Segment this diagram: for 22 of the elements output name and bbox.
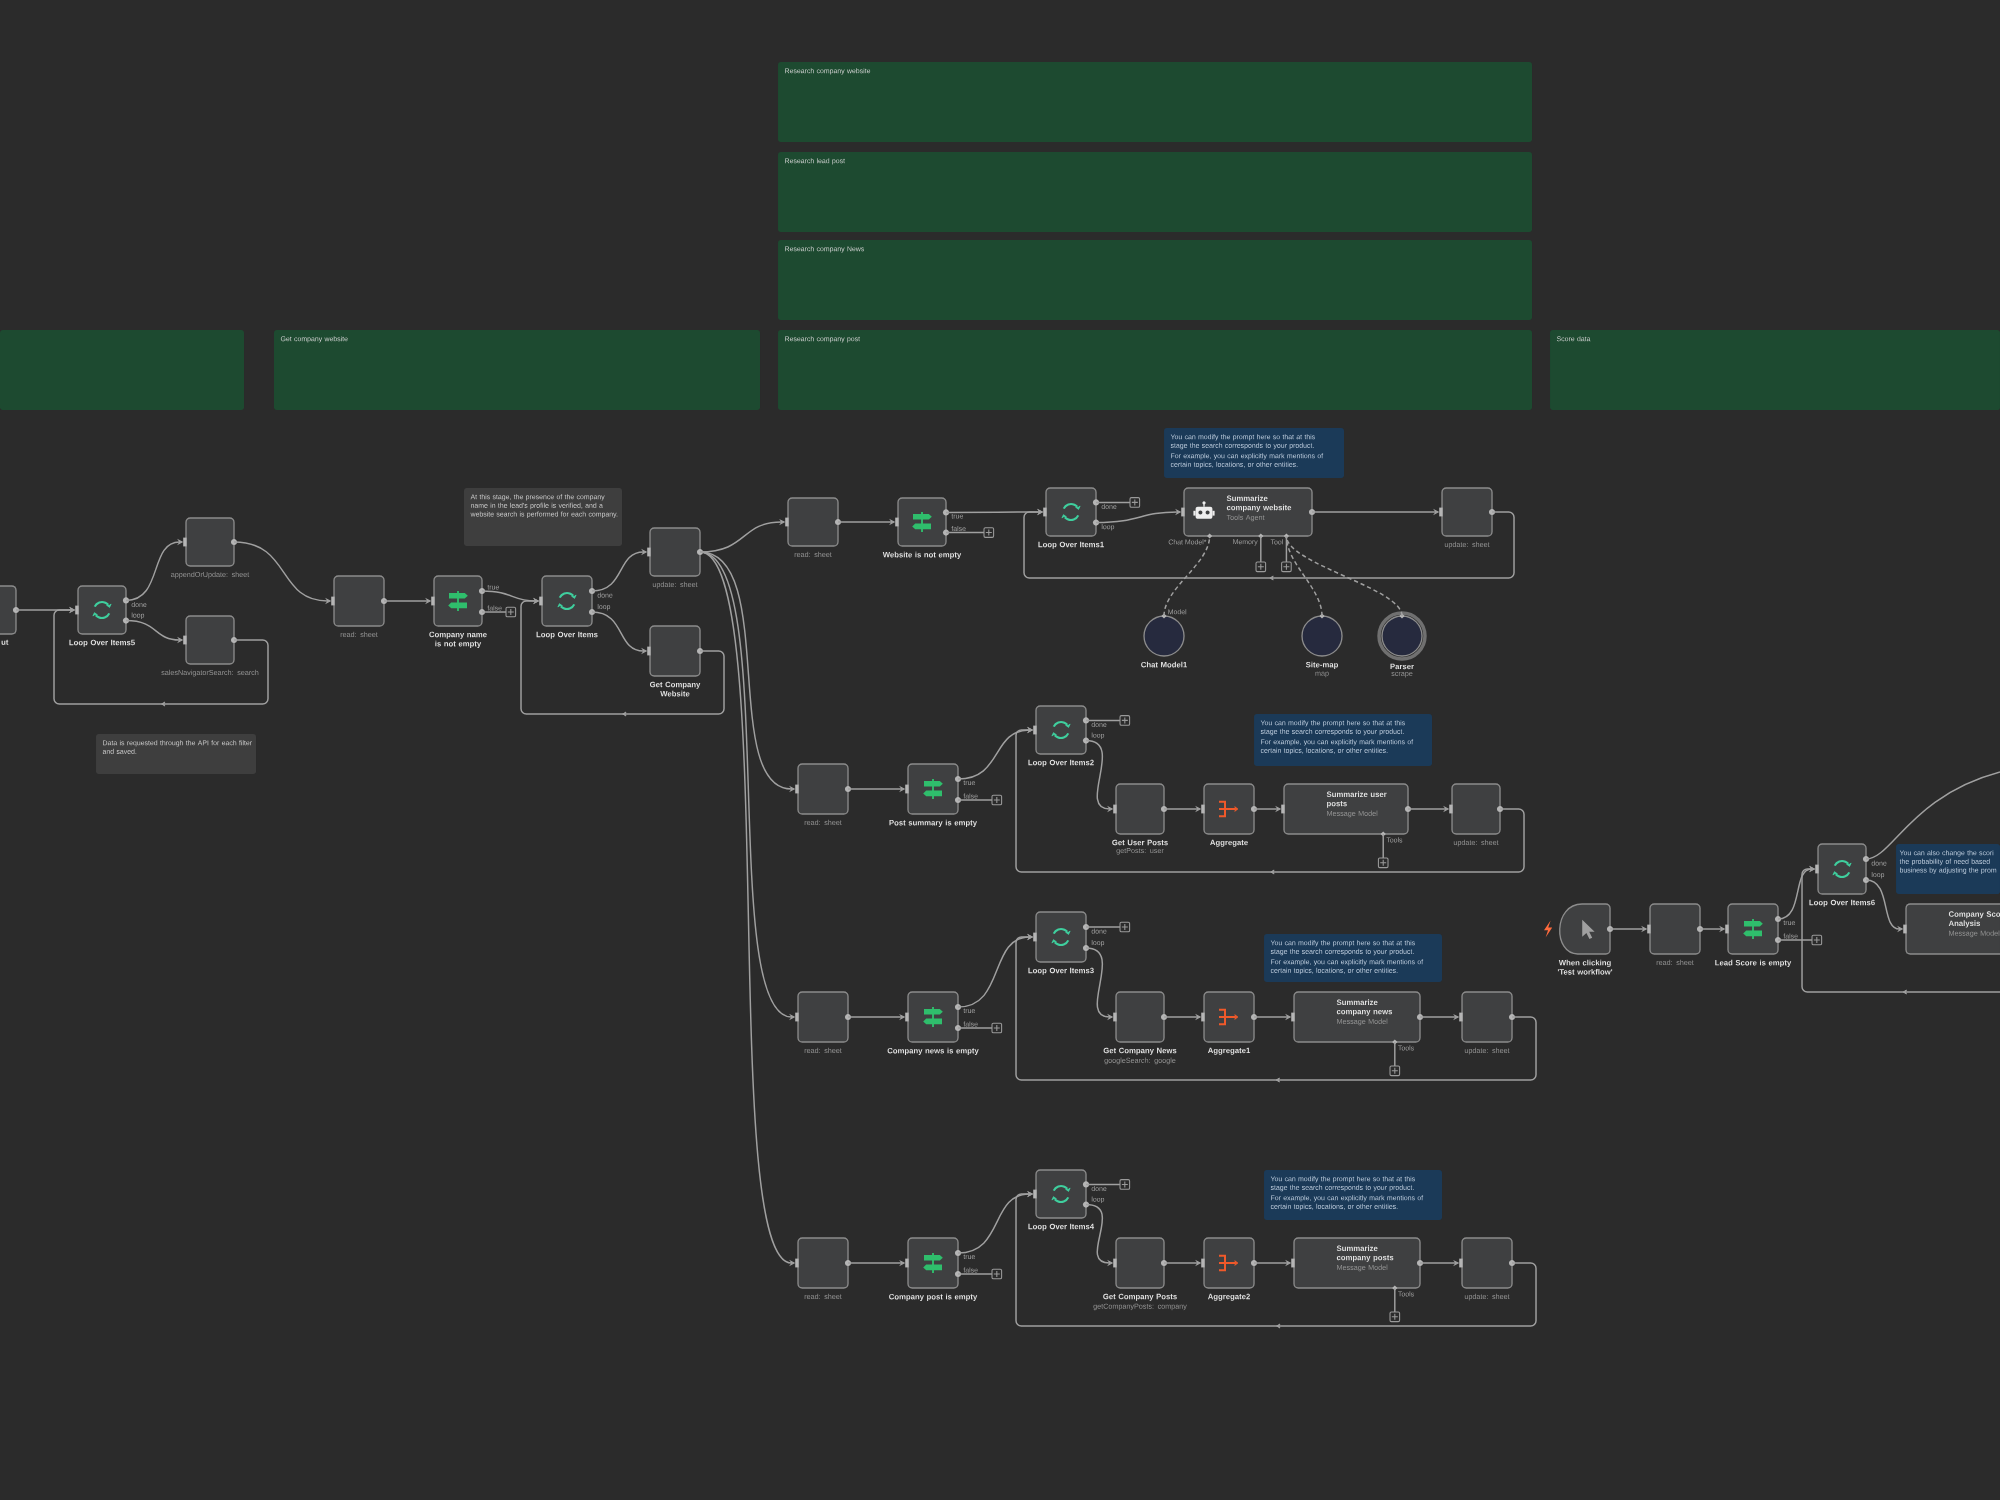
connector bbox=[1085, 719, 1121, 722]
connector bbox=[1777, 939, 1813, 941]
connector bbox=[957, 799, 993, 801]
connector bbox=[1801, 865, 2000, 995]
connector bbox=[1382, 833, 1384, 859]
connector bbox=[1163, 535, 1211, 617]
connector bbox=[1394, 1041, 1396, 1067]
group-band bbox=[0, 330, 244, 410]
connector bbox=[1095, 501, 1131, 504]
connector bbox=[53, 606, 269, 707]
connector bbox=[1085, 926, 1121, 928]
connector bbox=[1285, 535, 1288, 563]
connector bbox=[481, 611, 507, 613]
connector bbox=[1394, 1287, 1396, 1313]
connector bbox=[1085, 1183, 1121, 1186]
connector bbox=[945, 531, 985, 534]
connector bbox=[1285, 535, 1403, 617]
connector bbox=[957, 1273, 993, 1275]
connector bbox=[1260, 535, 1262, 563]
connector bbox=[520, 597, 725, 717]
connector bbox=[1865, 771, 2000, 860]
connector bbox=[957, 1027, 993, 1029]
